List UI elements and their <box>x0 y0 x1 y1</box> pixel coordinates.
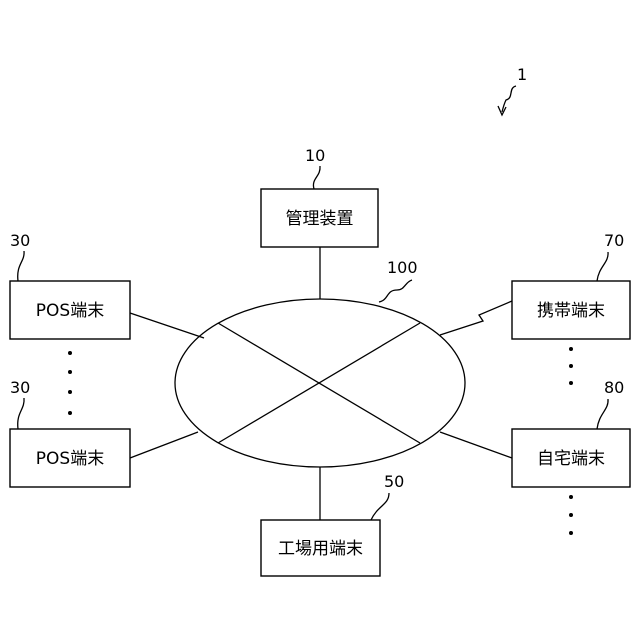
link-home <box>440 432 512 458</box>
link-pos-top <box>130 313 204 338</box>
pos-ellipsis-dot-4 <box>68 411 72 415</box>
link-mobile-wireless <box>440 301 512 335</box>
network-ref-label: 100 <box>387 258 418 277</box>
mobile-box-label: 携帯端末 <box>537 301 605 321</box>
pos-ellipsis-dot-3 <box>68 390 72 394</box>
home-box-label: 自宅端末 <box>537 449 605 469</box>
pos-bottom-box-label: POS端末 <box>36 449 104 469</box>
home-ellipsis-dot-3 <box>569 531 573 535</box>
pos-bottom-ref-label: 30 <box>10 378 30 397</box>
mobile-ref-label: 70 <box>604 231 624 250</box>
management-ref-label: 10 <box>305 146 325 165</box>
pos-top-box-label: POS端末 <box>36 301 104 321</box>
factory-ref-label: 50 <box>384 472 404 491</box>
factory-ref-leader <box>371 493 389 520</box>
link-pos-bottom <box>130 432 198 458</box>
management-ref-leader <box>313 166 320 189</box>
factory-box-label: 工場用端末 <box>278 539 363 559</box>
management-box-label: 管理装置 <box>286 209 354 229</box>
figure-ref-label: 1 <box>517 65 527 84</box>
pos-ellipsis-dot-2 <box>68 370 72 374</box>
mobile-ellipsis-dot-2 <box>569 364 573 368</box>
mobile-ellipsis-dot-3 <box>569 381 573 385</box>
network-ref-leader <box>379 280 412 302</box>
pos-bottom-ref-leader <box>18 398 24 429</box>
figure-ref-leader <box>502 86 516 112</box>
pos-top-ref-leader <box>18 251 24 281</box>
mobile-ref-leader <box>597 252 608 281</box>
home-ellipsis-dot-1 <box>569 495 573 499</box>
home-ellipsis-dot-2 <box>569 513 573 517</box>
pos-ellipsis-dot-1 <box>68 351 72 355</box>
home-ref-label: 80 <box>604 378 624 397</box>
pos-top-ref-label: 30 <box>10 231 30 250</box>
home-ref-leader <box>597 399 608 429</box>
mobile-ellipsis-dot-1 <box>569 347 573 351</box>
